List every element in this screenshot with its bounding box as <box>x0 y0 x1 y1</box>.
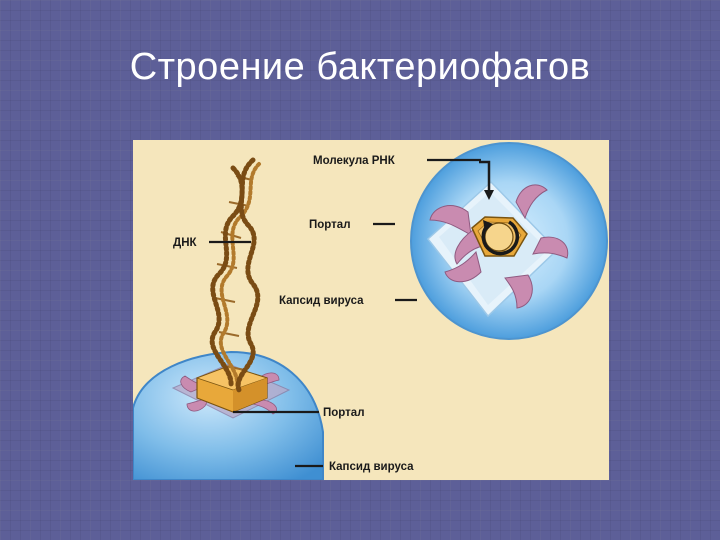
label-rna-molecule: Молекула РНК <box>313 155 396 167</box>
dna-helix <box>209 157 261 393</box>
capsid-side-view <box>133 350 324 480</box>
capsid-top-view <box>410 142 608 340</box>
slide-title: Строение бактериофагов <box>129 46 591 88</box>
label-portal-top: Портал <box>309 219 351 231</box>
label-capsid-bottom: Капсид вируса <box>329 461 414 473</box>
label-portal-bottom: Портал <box>323 407 365 419</box>
bacteriophage-figure: Молекула РНК Портал ДНК Капсид вируса По… <box>133 140 609 480</box>
leader-lines <box>209 158 481 468</box>
label-capsid-top: Капсид вируса <box>279 295 364 307</box>
label-dna: ДНК <box>173 237 197 249</box>
